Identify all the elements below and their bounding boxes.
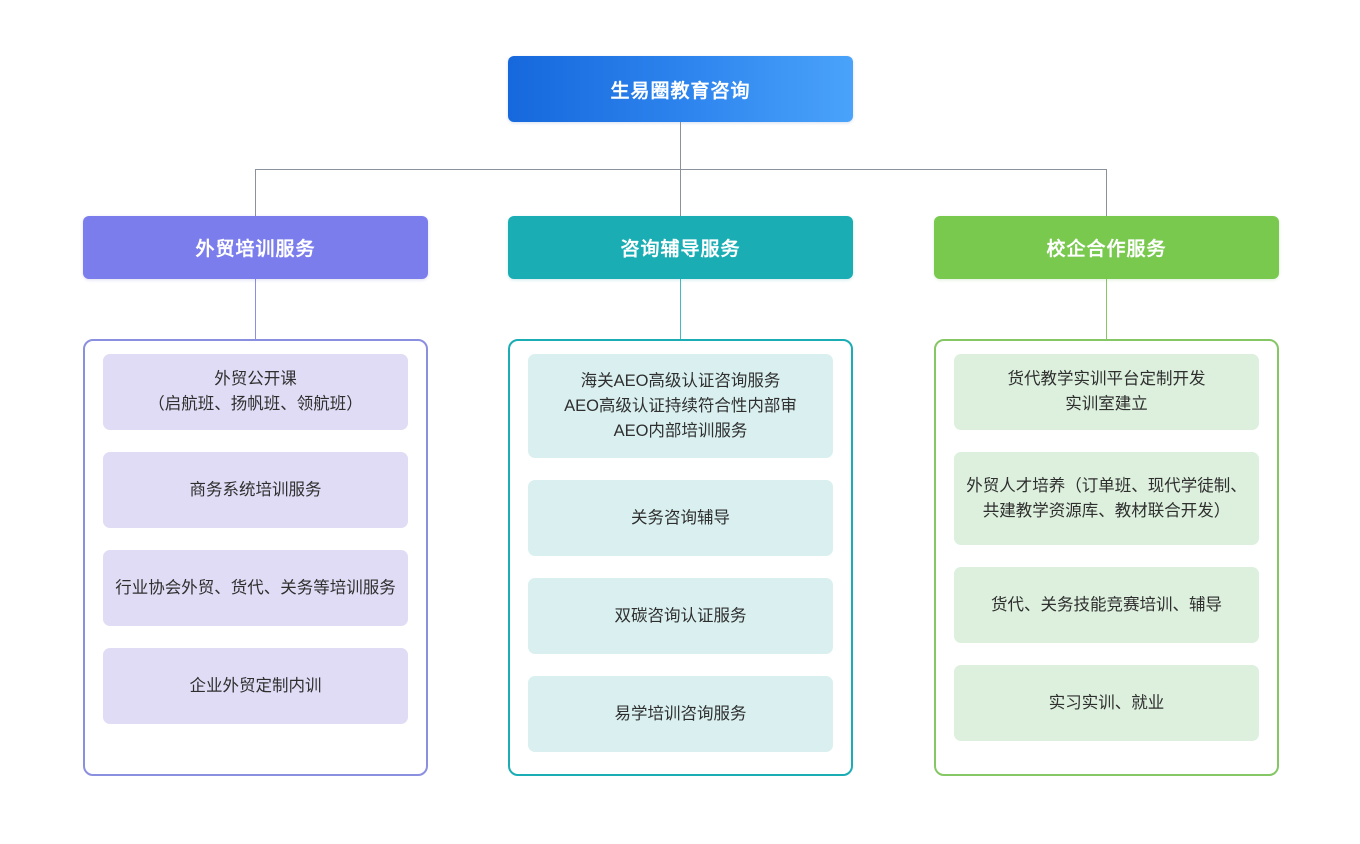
connector-drop-column-1 <box>255 169 256 216</box>
category-header-waimao-peixun[interactable]: 外贸培训服务 <box>83 216 428 279</box>
service-item[interactable]: 关务咨询辅导 <box>528 480 833 556</box>
connector-header-to-box-2 <box>680 279 681 339</box>
service-item[interactable]: 货代、关务技能竞赛培训、辅导 <box>954 567 1259 643</box>
service-item[interactable]: 海关AEO高级认证咨询服务 AEO高级认证持续符合性内部审 AEO内部培训服务 <box>528 354 833 458</box>
service-item[interactable]: 外贸人才培养（订单班、现代学徒制、共建教学资源库、教材联合开发） <box>954 452 1259 545</box>
service-item[interactable]: 双碳咨询认证服务 <box>528 578 833 654</box>
category-header-zixun-fudao[interactable]: 咨询辅导服务 <box>508 216 853 279</box>
connector-header-to-box-3 <box>1106 279 1107 339</box>
category-box-xiaoqi-hezuo: 货代教学实训平台定制开发 实训室建立 外贸人才培养（订单班、现代学徒制、共建教学… <box>934 339 1279 776</box>
service-item[interactable]: 货代教学实训平台定制开发 实训室建立 <box>954 354 1259 430</box>
connector-drop-column-2 <box>680 169 681 216</box>
root-node[interactable]: 生易圈教育咨询 <box>508 56 853 122</box>
category-header-xiaoqi-hezuo[interactable]: 校企合作服务 <box>934 216 1279 279</box>
service-item[interactable]: 实习实训、就业 <box>954 665 1259 741</box>
service-item[interactable]: 行业协会外贸、货代、关务等培训服务 <box>103 550 408 626</box>
category-box-zixun-fudao: 海关AEO高级认证咨询服务 AEO高级认证持续符合性内部审 AEO内部培训服务 … <box>508 339 853 776</box>
connector-drop-column-3 <box>1106 169 1107 216</box>
connector-root-drop <box>680 122 681 169</box>
category-box-waimao-peixun: 外贸公开课 （启航班、扬帆班、领航班） 商务系统培训服务 行业协会外贸、货代、关… <box>83 339 428 776</box>
service-item[interactable]: 企业外贸定制内训 <box>103 648 408 724</box>
connector-header-to-box-1 <box>255 279 256 339</box>
service-item[interactable]: 易学培训咨询服务 <box>528 676 833 752</box>
service-item[interactable]: 商务系统培训服务 <box>103 452 408 528</box>
service-item[interactable]: 外贸公开课 （启航班、扬帆班、领航班） <box>103 354 408 430</box>
